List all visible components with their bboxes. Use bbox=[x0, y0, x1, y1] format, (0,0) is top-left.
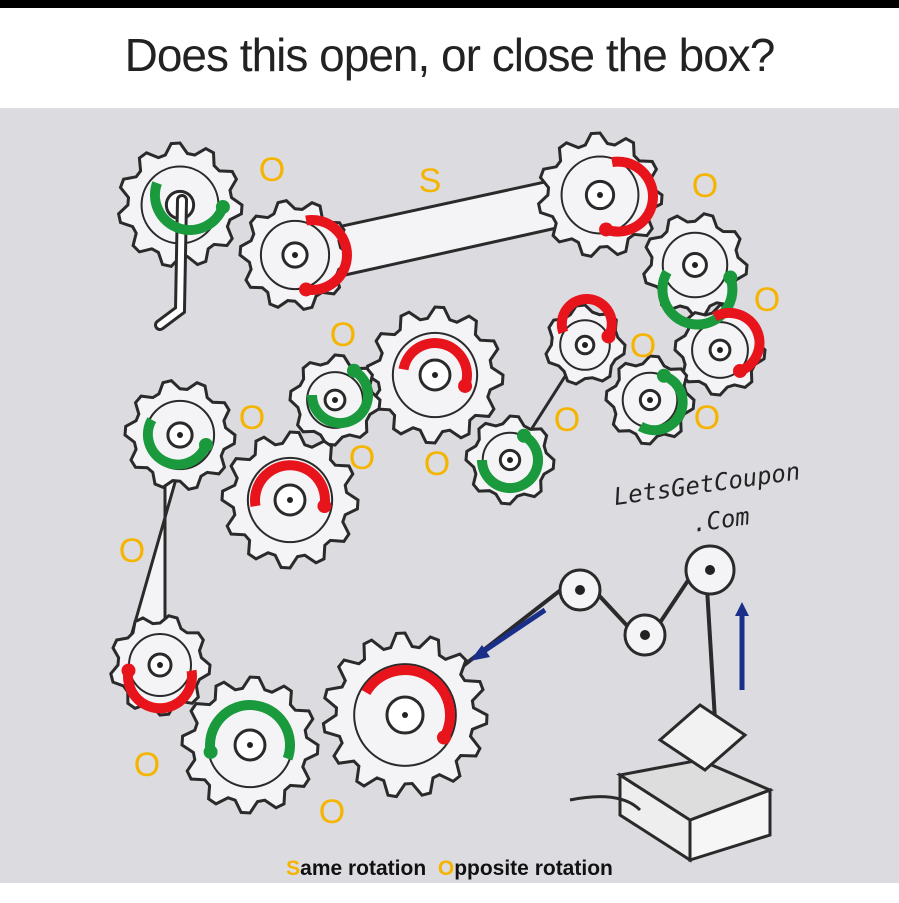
opposite-rotation-label: O bbox=[754, 281, 780, 319]
clockwise-arrow bbox=[250, 460, 330, 507]
box-lid bbox=[657, 703, 748, 772]
puzzle-title: Does this open, or close the box? bbox=[124, 29, 776, 81]
counterclockwise-arrow bbox=[477, 431, 543, 494]
pulley-center bbox=[705, 565, 715, 575]
belt-direction-arrowhead bbox=[470, 645, 490, 661]
legend-opposite-initial: O bbox=[437, 857, 455, 880]
gear-rim bbox=[391, 331, 479, 419]
legend-opposite-text: pposite rotation bbox=[454, 857, 613, 880]
arrow-head bbox=[121, 663, 136, 678]
opposite-rotation-label: O bbox=[239, 399, 265, 437]
clockwise-arrow bbox=[305, 215, 352, 295]
pulley-center bbox=[575, 585, 585, 595]
arrow-head bbox=[203, 744, 218, 759]
counterclockwise-arrow bbox=[150, 181, 228, 236]
opposite-rotation-label: O bbox=[694, 399, 720, 437]
rope-direction-arrowhead bbox=[735, 602, 749, 616]
top-bar bbox=[0, 0, 899, 8]
arrow-head bbox=[723, 270, 738, 285]
arrow-head bbox=[601, 329, 616, 344]
counterclockwise-arrow bbox=[205, 700, 295, 761]
clockwise-arrow bbox=[123, 669, 197, 714]
gear-center bbox=[647, 397, 653, 403]
arrow-head bbox=[436, 730, 451, 745]
gear-rim bbox=[559, 319, 611, 371]
opposite-rotation-label: O bbox=[119, 532, 145, 570]
gear-center bbox=[717, 347, 723, 353]
counterclockwise-arrow bbox=[637, 371, 688, 436]
arrow-head bbox=[458, 378, 473, 393]
counterclockwise-arrow bbox=[657, 269, 738, 330]
opposite-rotation-label: O bbox=[330, 316, 356, 354]
gear-center bbox=[332, 397, 338, 403]
gear bbox=[220, 430, 360, 570]
opposite-rotation-label: O bbox=[424, 445, 450, 483]
clockwise-arrow bbox=[604, 156, 658, 237]
counterclockwise-arrow bbox=[142, 417, 211, 470]
same-rotation-label: S bbox=[419, 162, 442, 200]
gear bbox=[365, 305, 505, 445]
gear bbox=[238, 199, 352, 311]
opposite-rotation-label: O bbox=[554, 401, 580, 439]
gear bbox=[321, 631, 489, 799]
arrow-head bbox=[198, 438, 213, 452]
arrow-head bbox=[733, 363, 747, 378]
gear bbox=[180, 675, 320, 815]
clockwise-arrow bbox=[556, 293, 617, 339]
gear-center bbox=[292, 252, 298, 258]
arrow-head bbox=[517, 428, 531, 443]
arrow-head bbox=[215, 199, 230, 214]
gear-center bbox=[177, 432, 183, 438]
gear-center bbox=[157, 662, 163, 668]
gear-center bbox=[402, 712, 408, 718]
belt-direction-arrow bbox=[476, 607, 547, 658]
opposite-rotation-label: O bbox=[319, 793, 345, 831]
opposite-rotation-label: O bbox=[259, 151, 285, 189]
clockwise-arrow bbox=[712, 307, 765, 376]
gear-center bbox=[692, 262, 698, 268]
arrow-head bbox=[657, 368, 671, 383]
gear-center bbox=[432, 372, 438, 378]
gear-center bbox=[597, 192, 603, 198]
gear-center bbox=[507, 457, 513, 463]
opposite-rotation-label: O bbox=[349, 439, 375, 477]
arrow-head bbox=[599, 222, 614, 237]
gear-rim bbox=[353, 663, 457, 767]
gear bbox=[123, 379, 237, 491]
opposite-rotation-label: O bbox=[630, 327, 656, 365]
box-top bbox=[616, 758, 775, 822]
watermark-line1: LetsGetCoupon bbox=[612, 457, 802, 511]
box-shadow-line bbox=[569, 795, 642, 812]
gear-center bbox=[582, 342, 588, 348]
crank-handle-inner bbox=[157, 197, 185, 328]
gear-rim bbox=[246, 456, 334, 544]
gear-center bbox=[287, 497, 293, 503]
legend-same-initial: S bbox=[286, 857, 301, 880]
gear-center bbox=[247, 742, 253, 748]
arrow-head bbox=[317, 499, 332, 514]
gear bbox=[536, 131, 664, 259]
opposite-rotation-label: O bbox=[134, 746, 160, 784]
legend-same-text: ame rotation bbox=[300, 857, 427, 880]
arrow-head bbox=[347, 363, 361, 378]
opposite-rotation-label: O bbox=[692, 167, 718, 205]
gear-rim bbox=[560, 155, 640, 235]
gear bbox=[642, 212, 749, 319]
counterclockwise-arrow bbox=[307, 366, 373, 429]
clockwise-arrow bbox=[361, 665, 455, 740]
watermark-line2: .Com bbox=[690, 502, 751, 538]
clockwise-arrow bbox=[398, 338, 472, 388]
gear-rim bbox=[259, 219, 331, 291]
pulley-center bbox=[640, 630, 650, 640]
legend: Same rotation Opposite rotation bbox=[0, 857, 899, 881]
gear-rim bbox=[661, 231, 729, 299]
arrow-head bbox=[299, 282, 314, 297]
